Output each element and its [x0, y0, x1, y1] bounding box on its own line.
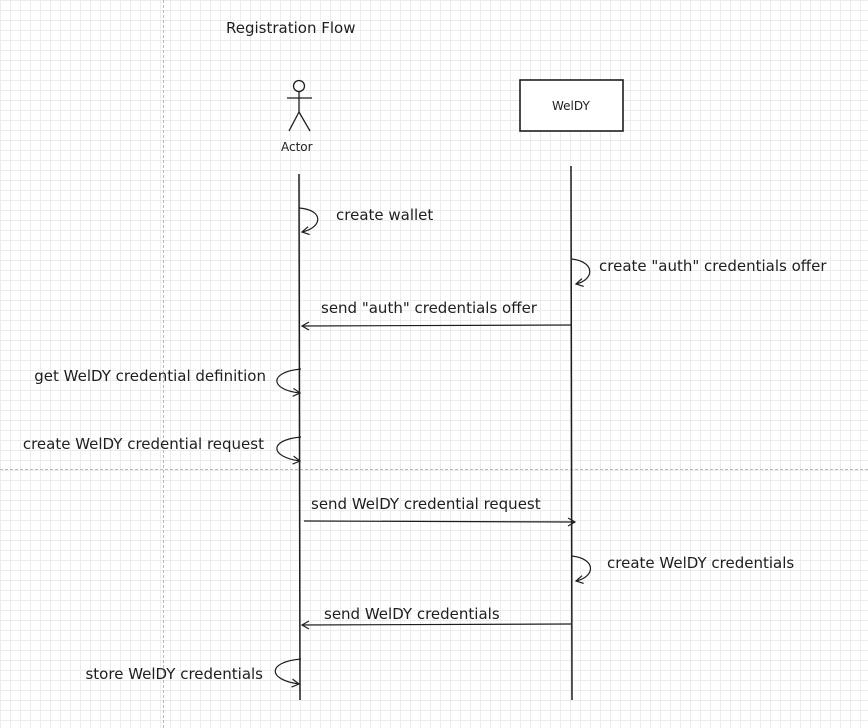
- create-wallet-label: create wallet: [336, 206, 434, 224]
- create-request-label: create WelDY credential request: [22, 435, 264, 453]
- diagram-title: Registration Flow: [226, 19, 356, 37]
- send-auth-offer-label: send "auth" credentials offer: [321, 299, 537, 317]
- send-credentials-arrow: [300, 620, 572, 630]
- create-credentials-arrow: [571, 555, 592, 585]
- system-box[interactable]: [519, 79, 624, 132]
- create-auth-offer-arrow: [571, 258, 591, 287]
- send-credentials-label: send WelDY credentials: [324, 605, 500, 623]
- get-definition-arrow: [276, 368, 302, 397]
- get-definition-label: get WelDY credential definition: [34, 367, 266, 385]
- horizontal-guide-line: [0, 469, 868, 470]
- store-credentials-label: store WelDY credentials: [85, 665, 263, 683]
- system-label: WelDY: [552, 99, 590, 113]
- system-lifeline: [570, 165, 573, 701]
- vertical-guide-line: [163, 0, 164, 728]
- store-credentials-arrow: [274, 658, 302, 688]
- send-request-arrow: [303, 517, 577, 527]
- actor-label: Actor: [281, 140, 313, 154]
- create-credentials-label: create WelDY credentials: [607, 554, 795, 572]
- create-wallet-arrow: [298, 207, 319, 236]
- actor-figure: [287, 79, 312, 132]
- send-request-label: send WelDY credential request: [311, 495, 541, 513]
- create-auth-offer-label: create "auth" credentials offer: [599, 257, 827, 275]
- create-request-arrow: [276, 436, 302, 465]
- send-auth-offer-arrow: [300, 321, 572, 331]
